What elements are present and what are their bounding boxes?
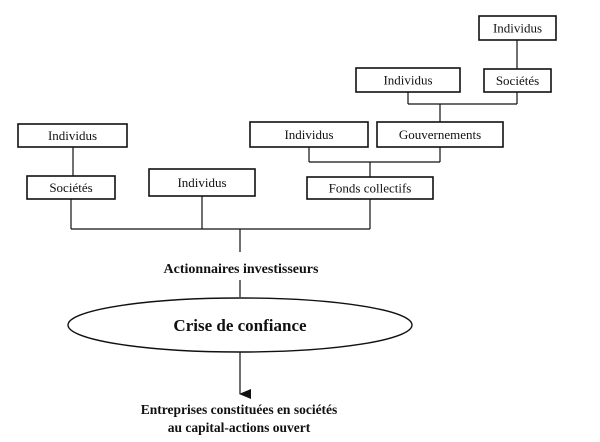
- entreprises-line-1: Entreprises constituées en sociétés: [141, 402, 338, 417]
- node-gouvernements: Gouvernements: [376, 121, 504, 148]
- node-societes-right: Sociétés: [483, 68, 552, 93]
- node-societes-right-label: Sociétés: [496, 73, 539, 88]
- crise-label: Crise de confiance: [173, 316, 307, 335]
- actionnaires-label: Actionnaires investisseurs: [164, 262, 319, 277]
- node-individus-third-label: Individus: [284, 127, 333, 142]
- node-individus-second-label: Individus: [383, 73, 432, 88]
- node-gouvernements-label: Gouvernements: [399, 127, 481, 142]
- node-societes-left-label: Sociétés: [49, 180, 92, 195]
- node-individus-left-label: Individus: [48, 128, 97, 143]
- crise-ellipse: Crise de confiance: [67, 297, 413, 353]
- connector-lines: [70, 40, 518, 399]
- node-fonds-collectifs-label: Fonds collectifs: [329, 181, 412, 196]
- node-individus-left: Individus: [17, 123, 128, 148]
- node-individus-top-label: Individus: [493, 21, 542, 36]
- node-individus-center-label: Individus: [177, 175, 226, 190]
- node-societes-left: Sociétés: [26, 175, 116, 200]
- node-individus-third: Individus: [249, 121, 369, 148]
- node-fonds-collectifs: Fonds collectifs: [306, 176, 434, 200]
- node-individus-second: Individus: [355, 67, 461, 93]
- node-individus-center: Individus: [148, 168, 256, 197]
- node-individus-top: Individus: [478, 15, 557, 41]
- entreprises-line-2: au capital-actions ouvert: [168, 420, 311, 435]
